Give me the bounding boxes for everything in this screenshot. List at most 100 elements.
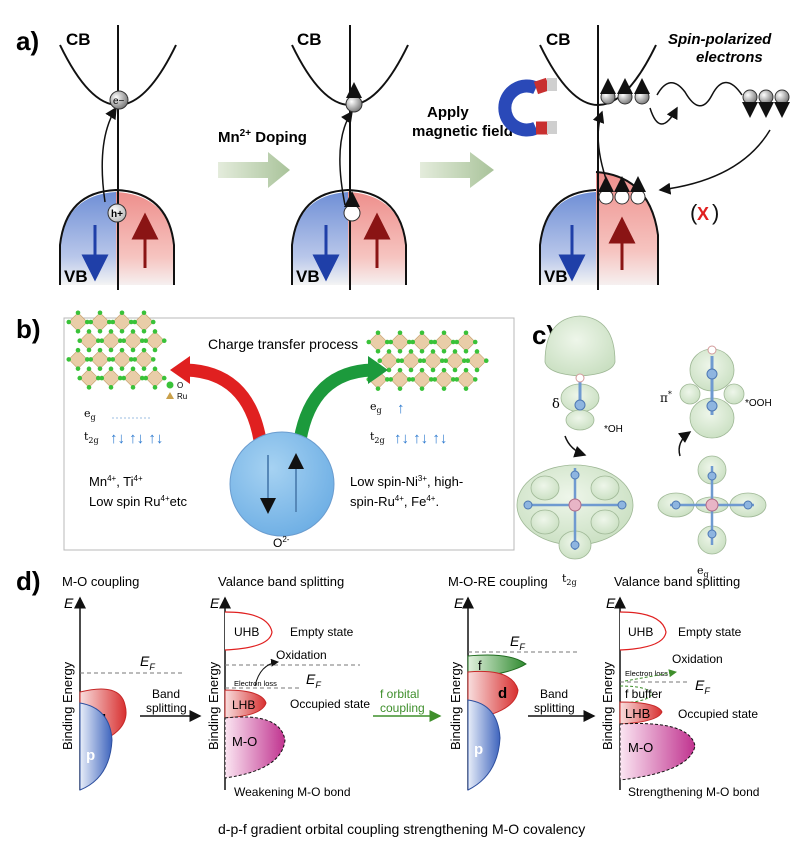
- oxygen-atom: [119, 347, 125, 353]
- oxygen-atom: [95, 338, 101, 344]
- oxygen-atom: [461, 358, 467, 364]
- cb-spin-up-electrons: [600, 78, 650, 105]
- ef-label: EF: [695, 677, 710, 696]
- oxygen-atom: [441, 367, 447, 373]
- oxygen-atom: [441, 348, 447, 354]
- oxygen-atom: [150, 357, 156, 362]
- weakening-label: Weakening M-O bond: [234, 785, 351, 799]
- oxygen-atom: [143, 375, 149, 381]
- p-band-label: p: [474, 741, 483, 758]
- red-transfer-arrow: [179, 363, 267, 447]
- oxygen-atom: [106, 319, 112, 325]
- green-transfer-arrow: [293, 363, 379, 447]
- lhb-label: LHB: [232, 698, 255, 712]
- oxygen-atom: [384, 339, 390, 345]
- oxygen-atom: [474, 367, 480, 373]
- cb-label: CB: [297, 30, 322, 49]
- oxygen-atom: [483, 358, 489, 364]
- oh-delta-orbital: [544, 315, 616, 431]
- metal-eg-orbital: [657, 455, 767, 555]
- electron-loss-arrow: [624, 669, 677, 682]
- left-t2g-spins: ↑↓ ↑↓ ↑↓: [110, 430, 163, 447]
- oxygen-atom: [84, 319, 90, 325]
- oxygen-atom: [108, 385, 114, 390]
- ef-label: EF: [306, 671, 321, 690]
- legend-o-dot: [166, 381, 174, 389]
- spin-label-line1: Spin-polarized: [668, 31, 772, 48]
- panel-b-letter: b): [16, 314, 41, 344]
- oxygen-atom: [428, 377, 434, 382]
- oxygen-atom: [454, 339, 460, 345]
- dos-diagram-vb-split-weak: E Binding Energy UHB Empty state Oxidati…: [206, 595, 370, 799]
- oxygen-atom: [377, 358, 383, 364]
- band-diagram-magnetic: Spin-polarized electrons ( X ) CB VB: [539, 25, 790, 290]
- oxygen-atom: [463, 367, 469, 373]
- uhb-band: [619, 611, 667, 651]
- magnetic-field-arrow: [420, 152, 494, 188]
- spin-down-electrons: [742, 89, 790, 118]
- oxygen-atom: [450, 339, 456, 345]
- electron-ball: [345, 95, 363, 113]
- oxygen-atom: [108, 347, 114, 353]
- oxygen-atom: [77, 338, 83, 344]
- oxygen-atom: [388, 377, 394, 382]
- valence-band-curve: [59, 188, 175, 285]
- oxygen-atom: [421, 358, 427, 364]
- right-eg-spin: ↑: [397, 400, 405, 417]
- electron-ball: [109, 90, 129, 110]
- oxygen-atom: [388, 339, 394, 345]
- cb-label: CB: [546, 30, 571, 49]
- legend-ru-marker: [166, 392, 174, 399]
- magnet-label-line1: Apply: [427, 104, 469, 121]
- oxygen-atom: [474, 349, 480, 354]
- oxygen-atom: [384, 377, 390, 382]
- oxygen-atom: [130, 329, 136, 334]
- axis-binding-label: Binding Energy: [600, 661, 615, 750]
- magnet-label-line2: magnetic field: [412, 123, 513, 140]
- oxygen-atom: [150, 319, 156, 325]
- oxygen-atom: [439, 358, 445, 364]
- panel-b: b) Charge transfer process O Ru eg t2g ↑…: [16, 310, 515, 551]
- oxygen-atom: [428, 339, 434, 345]
- axis-binding-label: Binding Energy: [206, 661, 221, 750]
- oxygen-atom: [75, 328, 81, 334]
- occupied-state-label: Occupied state: [290, 697, 370, 711]
- panel-d-letter: d): [16, 566, 41, 596]
- legend-ru-label: Ru: [177, 392, 187, 401]
- oxygen-atom: [86, 347, 92, 353]
- oxygen-atom: [152, 385, 158, 390]
- right-t2g-spins: ↑↓ ↑↓ ↑↓: [394, 430, 447, 447]
- oxygen-atom: [97, 347, 103, 353]
- uhb-label: UHB: [628, 625, 653, 639]
- electron-loss-label: Electron loss: [234, 679, 277, 688]
- axis-e-label: E: [64, 595, 74, 611]
- axis-e-label: E: [454, 595, 464, 611]
- oxygen-atom: [430, 349, 436, 354]
- d-band-label: d: [498, 685, 507, 702]
- oxygen-atom: [386, 349, 392, 354]
- doping-label: Mn2+ Doping: [218, 128, 307, 146]
- f-orbital-line1: f orbital: [380, 687, 419, 701]
- excitation-arrow: [101, 106, 117, 203]
- oxidation-arrow: [254, 658, 279, 687]
- vb-label: VB: [64, 267, 88, 286]
- oxygen-atom: [141, 328, 147, 334]
- axis-binding-label: Binding Energy: [448, 661, 463, 750]
- ef-label: EF: [510, 633, 525, 652]
- left-ions-line1: Mn4+, Ti4+: [89, 474, 143, 489]
- dos-diagram-mo: E Binding Energy EF d p: [60, 595, 185, 791]
- oxygen-atom: [139, 338, 145, 344]
- lhb-band: [619, 701, 663, 725]
- oxygen-atom: [152, 366, 158, 372]
- oxygen-atom: [419, 348, 425, 354]
- oxygen-atom: [161, 375, 167, 381]
- right-eg-label: eg: [370, 400, 382, 415]
- oxygen-atom: [108, 366, 114, 372]
- oxygen-atom: [152, 347, 158, 353]
- oxygen-atom: [463, 330, 469, 336]
- oxygen-atom: [375, 386, 381, 391]
- oxidation-label: Oxidation: [276, 648, 327, 662]
- perovskite-crystal-right: [366, 330, 489, 391]
- oxygen-atom: [408, 349, 414, 354]
- p-band-label: p: [86, 747, 95, 764]
